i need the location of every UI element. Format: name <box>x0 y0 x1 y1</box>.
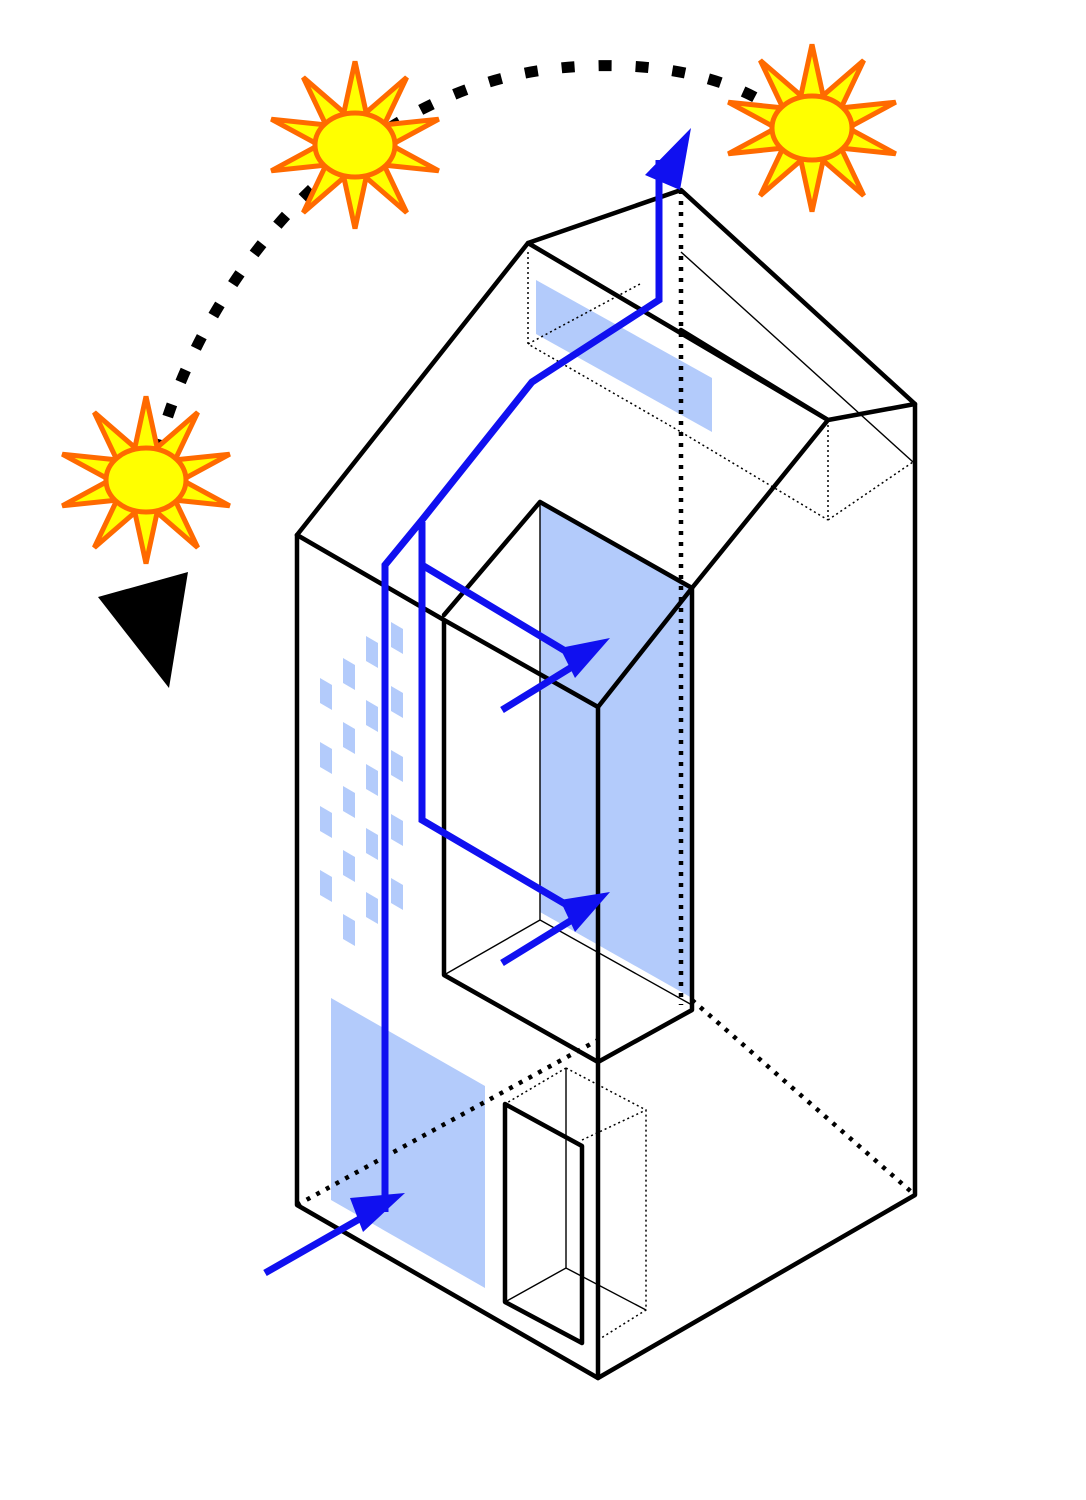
facade-perforation <box>343 850 355 882</box>
courtyard-glass-panel <box>540 502 692 998</box>
door-box-mid <box>581 1109 647 1141</box>
sun-path-arc <box>139 60 763 526</box>
courtyard-front-edge <box>441 585 695 710</box>
facade-perforation <box>320 806 332 838</box>
airflow-inlet-line <box>263 1209 372 1277</box>
facade-perforation <box>320 870 332 902</box>
sun-icon <box>727 43 897 213</box>
sun-disc <box>769 93 855 163</box>
airflow-lower-branch <box>418 522 574 912</box>
roof-ridge <box>525 240 831 423</box>
facade-perforation <box>320 678 332 710</box>
hidden-floor-edge-right <box>690 998 917 1197</box>
door-box-side <box>504 1067 567 1105</box>
facade-perforation <box>391 750 403 782</box>
hidden-floor-edge-left <box>295 1038 600 1207</box>
facade-perforation <box>320 742 332 774</box>
courtyard-opening-top <box>294 499 695 1065</box>
airflow-upper-arrow-icon <box>560 638 610 678</box>
facade-perforation <box>343 658 355 690</box>
facade-perforation <box>366 636 378 668</box>
airflow-upper-inlet-line <box>500 659 582 713</box>
door-box-floor <box>504 1267 647 1311</box>
sun-icon <box>61 395 231 565</box>
roof-front-edge <box>689 417 831 591</box>
dormer-box-lower <box>680 431 829 521</box>
sun-icon <box>270 60 440 230</box>
airflow-main-path <box>381 160 663 1212</box>
door-box-top <box>565 1067 647 1341</box>
facade-perforation <box>366 700 378 732</box>
facade-perforation <box>366 892 378 924</box>
airflow-paths <box>263 128 691 1277</box>
facade-perforation <box>366 828 378 860</box>
skylight-panel <box>536 280 712 432</box>
ground-glass-panel <box>331 998 485 1288</box>
sun-disc <box>312 110 398 180</box>
facade-perforation <box>391 814 403 846</box>
skylight-box-bottom <box>527 283 641 345</box>
sun-path-arrowhead-icon <box>98 572 188 688</box>
facade-perforation <box>343 914 355 946</box>
facade-perforation <box>343 786 355 818</box>
airflow-exit-arrowhead-icon <box>645 128 691 190</box>
sun-disc <box>103 445 189 515</box>
dormer-box <box>827 420 914 522</box>
facade-perforation <box>343 722 355 754</box>
facade-perforation <box>366 764 378 796</box>
airflow-lower-inlet-line <box>500 912 582 966</box>
courtyard-inner-edge <box>539 502 693 1006</box>
building-outline <box>294 187 918 1381</box>
facade-perforation <box>391 686 403 718</box>
entrance-door <box>502 1101 585 1346</box>
facade-perforation <box>391 878 403 910</box>
airflow-inlet-arrow-icon <box>350 1193 405 1232</box>
facade-perforation <box>391 622 403 654</box>
perforated-facade <box>320 622 403 946</box>
rear-roof-thin-edge <box>680 251 914 463</box>
airflow-lower-arrow-icon <box>560 892 610 932</box>
courtyard-floor-line <box>443 919 541 976</box>
